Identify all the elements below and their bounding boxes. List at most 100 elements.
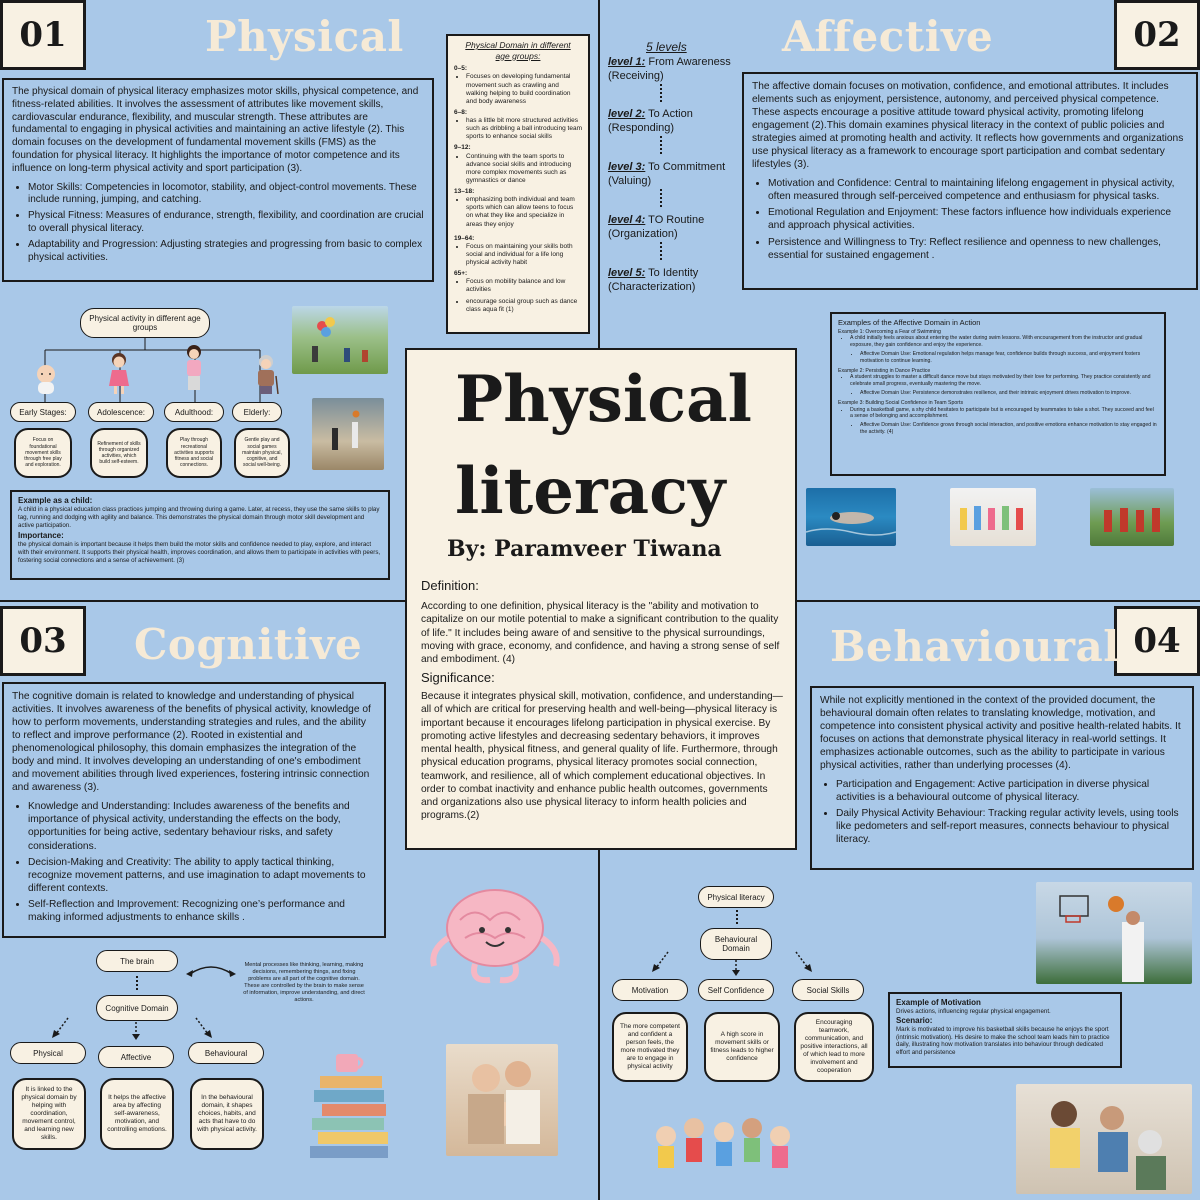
age-diagram-title: Physical activity in different age group… [80, 308, 210, 338]
divider-vertical-bottom [598, 850, 600, 1200]
behavioural-bullet: Participation and Engagement: Active par… [836, 778, 1184, 804]
behav-domain-node: Behavioural Domain [700, 928, 772, 960]
divider-horizontal-left [0, 600, 405, 602]
cognitive-domain-node: Cognitive Domain [96, 995, 178, 1021]
example-text: A child in a physical education class pr… [18, 506, 380, 529]
kids-circle-illustration [646, 1106, 806, 1178]
behav-root-node: Physical literacy [698, 886, 774, 908]
stage-adulthood-desc: Play through recreational activities sup… [166, 428, 222, 478]
importance-heading: Importance: [18, 531, 64, 541]
behavioural-number: 04 [1114, 606, 1200, 676]
cognitive-bullet: Self-Reflection and Improvement: Recogni… [28, 898, 376, 924]
level-1: level 1: From Awareness(Receiving) [608, 56, 731, 82]
cognitive-branch-physical: Physical [10, 1042, 86, 1064]
definition-text: According to one definition, physical li… [421, 601, 780, 665]
significance-text: Because it integrates physical skill, mo… [421, 691, 783, 822]
affective-bullet: Persistence and Willingness to Try: Refl… [768, 236, 1188, 262]
physical-bullet: Motor Skills: Competencies in locomotor,… [28, 182, 424, 208]
age-group: 13–18:emphasizing both individual and te… [454, 188, 582, 229]
cognitive-bullets: Knowledge and Understanding: Includes aw… [28, 800, 376, 923]
cognitive-bullet: Decision-Making and Creativity: The abil… [28, 856, 376, 895]
physical-bullet: Physical Fitness: Measures of endurance,… [28, 210, 424, 236]
behav-social-skills-desc: Encouraging teamwork, communication, and… [794, 1012, 874, 1082]
age-group: 19–64:Focus on maintaining your skills b… [454, 235, 582, 268]
affective-title: Affective [782, 12, 994, 61]
behav-branch-self-confidence: Self Confidence [698, 979, 774, 1001]
physical-age-groups-panel: Physical Domain in different age groups:… [446, 34, 590, 334]
age-group: 6–8:has a little bit more structured act… [454, 109, 582, 142]
scenario-text: Mark is motivated to improve his basketb… [896, 1025, 1110, 1056]
cognitive-affective-desc: It helps the affective area by affecting… [100, 1078, 174, 1150]
example-block: Example 2: Persisting in Dance PracticeA… [838, 368, 1158, 396]
brain-node: The brain [96, 950, 178, 972]
soccer-team-photo [1090, 488, 1174, 546]
behav-self-confidence-desc: A high score in movement skills or fitne… [704, 1012, 780, 1082]
center-card: Physical literacy By: Paramveer Tiwana D… [405, 348, 797, 850]
level-4: level 4: TO Routine(Organization) [608, 214, 705, 240]
cognitive-intro: The cognitive domain is related to knowl… [12, 691, 371, 794]
basketball-photo [1036, 882, 1192, 984]
motivation-heading: Example of Motivation [896, 998, 981, 1007]
elderly-family-photo [1016, 1084, 1192, 1194]
stage-early: Early Stages: [10, 402, 76, 422]
brain-note: Mental processes like thinking, learning… [243, 962, 365, 1003]
cognitive-physical-desc: It is linked to the physical domain by h… [12, 1078, 86, 1150]
affective-bullets: Motivation and Confidence: Central to ma… [768, 177, 1188, 261]
behav-branch-arrows [652, 951, 812, 976]
level-3: level 3: To Commitment(Valuing) [608, 161, 726, 187]
dance-kids-photo [950, 488, 1036, 546]
baby-illustration [32, 364, 60, 394]
family-photo [446, 1044, 558, 1156]
brain-double-arrow [186, 966, 236, 977]
elderly-illustration [252, 354, 280, 395]
age-group: 65+:Focus on mobility balance and low ac… [454, 270, 582, 314]
behavioural-intro-panel: While not explicitly mentioned in the co… [810, 686, 1194, 870]
stage-elderly: Elderly: [232, 402, 282, 422]
age-panel-title: Physical Domain in different age groups: [465, 40, 571, 61]
basketball-gym-photo [312, 398, 384, 470]
physical-number: 01 [0, 0, 86, 70]
behavioural-bullets: Participation and Engagement: Active par… [836, 778, 1184, 846]
physical-intro-panel: The physical domain of physical literacy… [2, 78, 434, 282]
physical-example-panel: Example as a child: A child in a physica… [10, 490, 390, 580]
park-balloons-photo [292, 306, 388, 374]
brain-arrow [136, 976, 138, 990]
cognitive-behavioural-desc: In the behavioural domain, it shapes cho… [190, 1078, 264, 1150]
level-arrow [660, 242, 662, 260]
example-block: Example 1: Overcoming a Fear of Swimming… [838, 329, 1158, 364]
stage-adulthood: Adulthood: [164, 402, 224, 422]
adult-illustration [182, 344, 206, 394]
motivation-example-panel: Example of Motivation Drives actions, in… [888, 992, 1122, 1068]
behav-branch-motivation: Motivation [612, 979, 688, 1001]
stage-elderly-desc: Gentle play and social games maintain ph… [234, 428, 290, 478]
example-block: Example 3: Building Social Confidence in… [838, 400, 1158, 435]
stage-adolescence: Adolescence: [88, 402, 154, 422]
physical-bullets: Motor Skills: Competencies in locomotor,… [28, 182, 424, 265]
cognitive-intro-panel: The cognitive domain is related to knowl… [2, 682, 386, 938]
physical-intro: The physical domain of physical literacy… [12, 86, 419, 174]
cognitive-branch-behavioural: Behavioural [188, 1042, 264, 1064]
level-arrow [660, 136, 662, 154]
affective-intro: The affective domain focuses on motivati… [752, 81, 1184, 171]
physical-bullet: Adaptability and Progression: Adjusting … [28, 239, 424, 265]
behav-arrow [736, 910, 738, 924]
affective-bullet: Emotional Regulation and Enjoyment: Thes… [768, 206, 1188, 232]
motivation-sub: Drives actions, influencing regular phys… [896, 1008, 1051, 1015]
byline: By: Paramveer Tiwana [447, 536, 722, 562]
physical-title: Physical [205, 12, 404, 61]
level-2: level 2: To Action(Responding) [608, 108, 693, 134]
affective-bullet: Motivation and Confidence: Central to ma… [768, 177, 1188, 203]
significance-heading: Significance: [421, 670, 495, 685]
age-group: 9–12:Continuing with the team sports to … [454, 144, 582, 185]
swimmer-photo [806, 488, 896, 546]
main-title-line1: Physical [455, 362, 752, 437]
level-arrow [660, 84, 662, 102]
cognitive-number: 03 [0, 606, 86, 676]
cognitive-branch-arrows [52, 1017, 212, 1040]
books-illustration [306, 1050, 396, 1162]
importance-text: the physical domain is important because… [18, 541, 381, 564]
examples-title: Examples of the Affective Domain in Acti… [838, 318, 981, 327]
divider-horizontal-right [797, 600, 1200, 602]
brain-illustration [420, 880, 570, 990]
definition-heading: Definition: [421, 578, 479, 593]
